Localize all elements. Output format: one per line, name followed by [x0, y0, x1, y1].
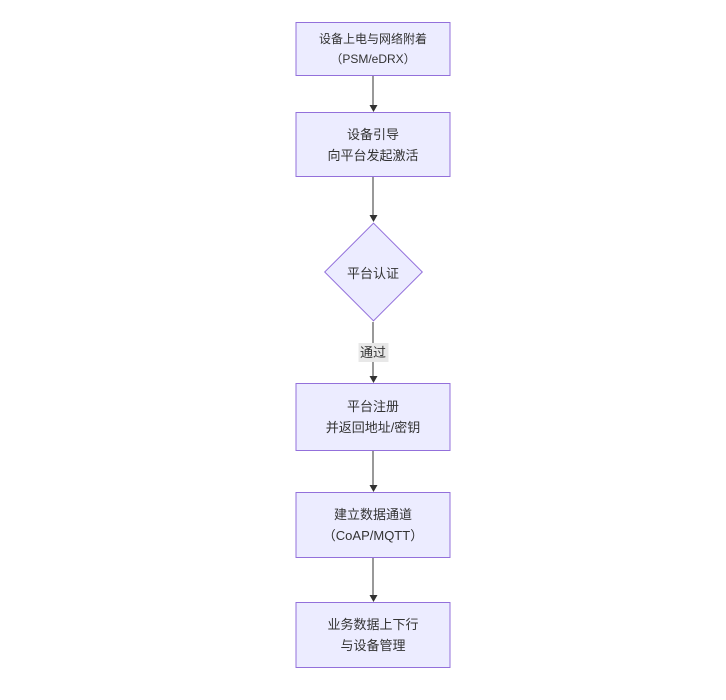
arrowhead-down-icon [369, 376, 377, 383]
decision-label: 平台认证 [346, 265, 399, 281]
edge-label-pass: 通过 [357, 343, 389, 362]
edge-line [372, 76, 374, 105]
flow-node-platform-auth-decision: 平台认证 [323, 222, 423, 322]
edge-5 [363, 558, 383, 602]
node-text-line: 平台认证 [323, 222, 423, 322]
edge-line [372, 558, 374, 595]
node-text-line: （CoAP/MQTT） [322, 528, 424, 543]
flow-node-data-channel: 建立数据通道 （CoAP/MQTT） [295, 492, 451, 558]
node-text-line: 设备引导 [346, 126, 399, 142]
flow-node-platform-register: 平台注册 并返回地址/密钥 [295, 383, 451, 451]
edge-line [372, 177, 374, 215]
node-text-line: 并返回地址/密钥 [325, 420, 421, 435]
arrowhead-down-icon [369, 595, 377, 602]
node-text-line: 业务数据上下行 [327, 617, 419, 632]
edge-line [372, 451, 374, 485]
node-text-line: （PSM/eDRX） [330, 52, 416, 66]
flow-node-bootstrap-activate: 设备引导 向平台发起激活 [295, 112, 451, 177]
edge-1 [363, 76, 383, 112]
arrowhead-down-icon [369, 485, 377, 492]
flow-node-business-data-management: 业务数据上下行 与设备管理 [295, 602, 451, 668]
flow-node-power-network-attach: 设备上电与网络附着 （PSM/eDRX） [295, 22, 451, 76]
node-text-line: 设备上电与网络附着 [318, 32, 427, 46]
node-text-line: 平台注册 [346, 399, 399, 414]
edge-3: 通过 [357, 322, 389, 383]
edge-4 [363, 451, 383, 492]
edge-2 [363, 177, 383, 222]
flowchart-column: 设备上电与网络附着 （PSM/eDRX） 设备引导 向平台发起激活 平台认证 通… [295, 22, 451, 668]
node-text-line: 与设备管理 [340, 638, 406, 653]
node-text-line: 建立数据通道 [333, 507, 412, 522]
arrowhead-down-icon [369, 215, 377, 222]
node-text-line: 向平台发起激活 [327, 147, 419, 163]
arrowhead-down-icon [369, 105, 377, 112]
